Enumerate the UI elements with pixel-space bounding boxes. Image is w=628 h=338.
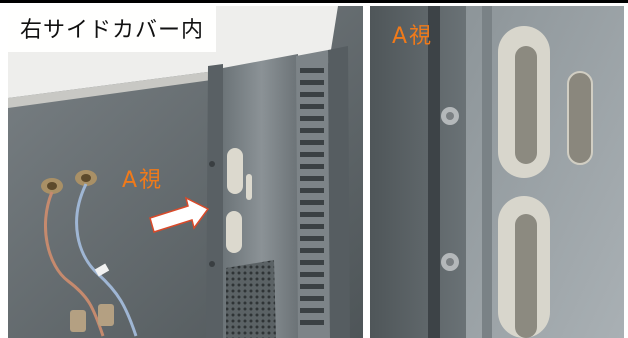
top-border-line	[0, 0, 628, 3]
view-a-label-right: A視	[392, 24, 434, 49]
view-a-label-left: A視	[122, 168, 164, 193]
caption-label: 右サイドカバー内	[8, 6, 217, 52]
photo-view-a-closeup	[370, 6, 624, 338]
photo-left-scene	[8, 6, 363, 338]
photo-right-side-cover-interior	[8, 6, 363, 338]
photo-right-scene	[370, 6, 624, 338]
